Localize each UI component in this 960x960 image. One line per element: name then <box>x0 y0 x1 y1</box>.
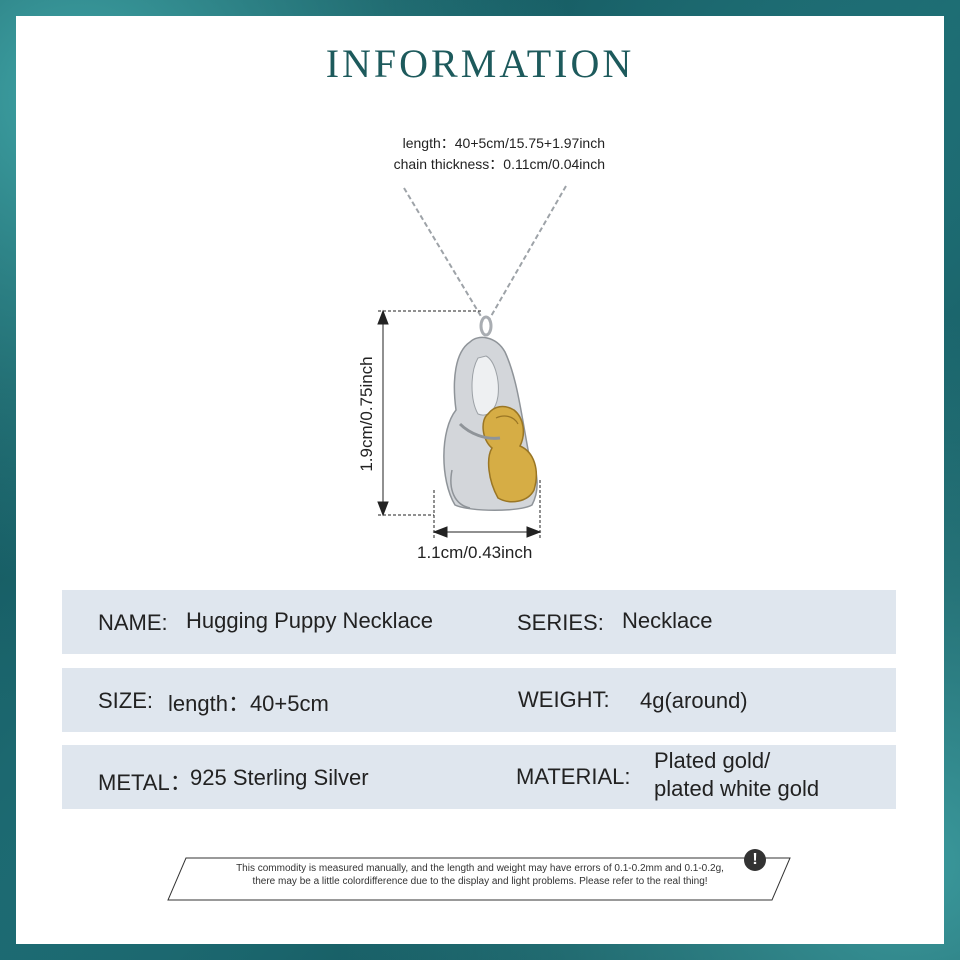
info-row-metal: METAL： 925 Sterling Silver MATERIAL: Pla… <box>62 745 896 809</box>
notice-line-1: This commodity is measured manually, and… <box>236 863 724 874</box>
height-dimension-line <box>377 309 482 517</box>
bail-icon <box>479 315 493 337</box>
material-value-line1: Plated gold/ <box>654 748 771 773</box>
measurement-notice: This commodity is measured manually, and… <box>186 862 774 888</box>
name-value: Hugging Puppy Necklace <box>186 608 434 633</box>
length-spec: length：40+5cm/15.75+1.97inch <box>402 135 605 151</box>
pendant-icon <box>443 336 538 511</box>
material-value-line2: plated white gold <box>654 776 820 801</box>
material-label: MATERIAL: <box>516 764 631 789</box>
info-row-size: SIZE: length：40+5cm WEIGHT: 4g(around) <box>62 668 896 732</box>
metal-label: METAL： <box>98 770 192 795</box>
chain-thickness-spec: chain thickness：0.11cm/0.04inch <box>393 156 605 172</box>
page-title: INFORMATION <box>325 41 635 86</box>
notice-box <box>167 857 791 901</box>
width-dimension-label: 1.1cm/0.43inch <box>417 543 533 562</box>
weight-value: 4g(around) <box>640 688 748 713</box>
chain-icon <box>403 185 567 319</box>
width-dimension-line <box>432 480 542 540</box>
info-row-name: NAME: Hugging Puppy Necklace SERIES: Nec… <box>62 590 896 654</box>
height-dimension-label: 1.9cm/0.75inch <box>357 356 376 472</box>
weight-label: WEIGHT: <box>518 687 610 712</box>
size-value: length：40+5cm <box>168 691 329 716</box>
series-value: Necklace <box>622 608 713 633</box>
name-label: NAME: <box>98 610 168 635</box>
series-label: SERIES: <box>517 610 604 635</box>
notice-line-2: there may be a little colordifference du… <box>252 876 708 887</box>
size-label: SIZE: <box>98 688 154 713</box>
metal-value: 925 Sterling Silver <box>190 765 369 790</box>
warning-icon: ! <box>744 849 766 871</box>
